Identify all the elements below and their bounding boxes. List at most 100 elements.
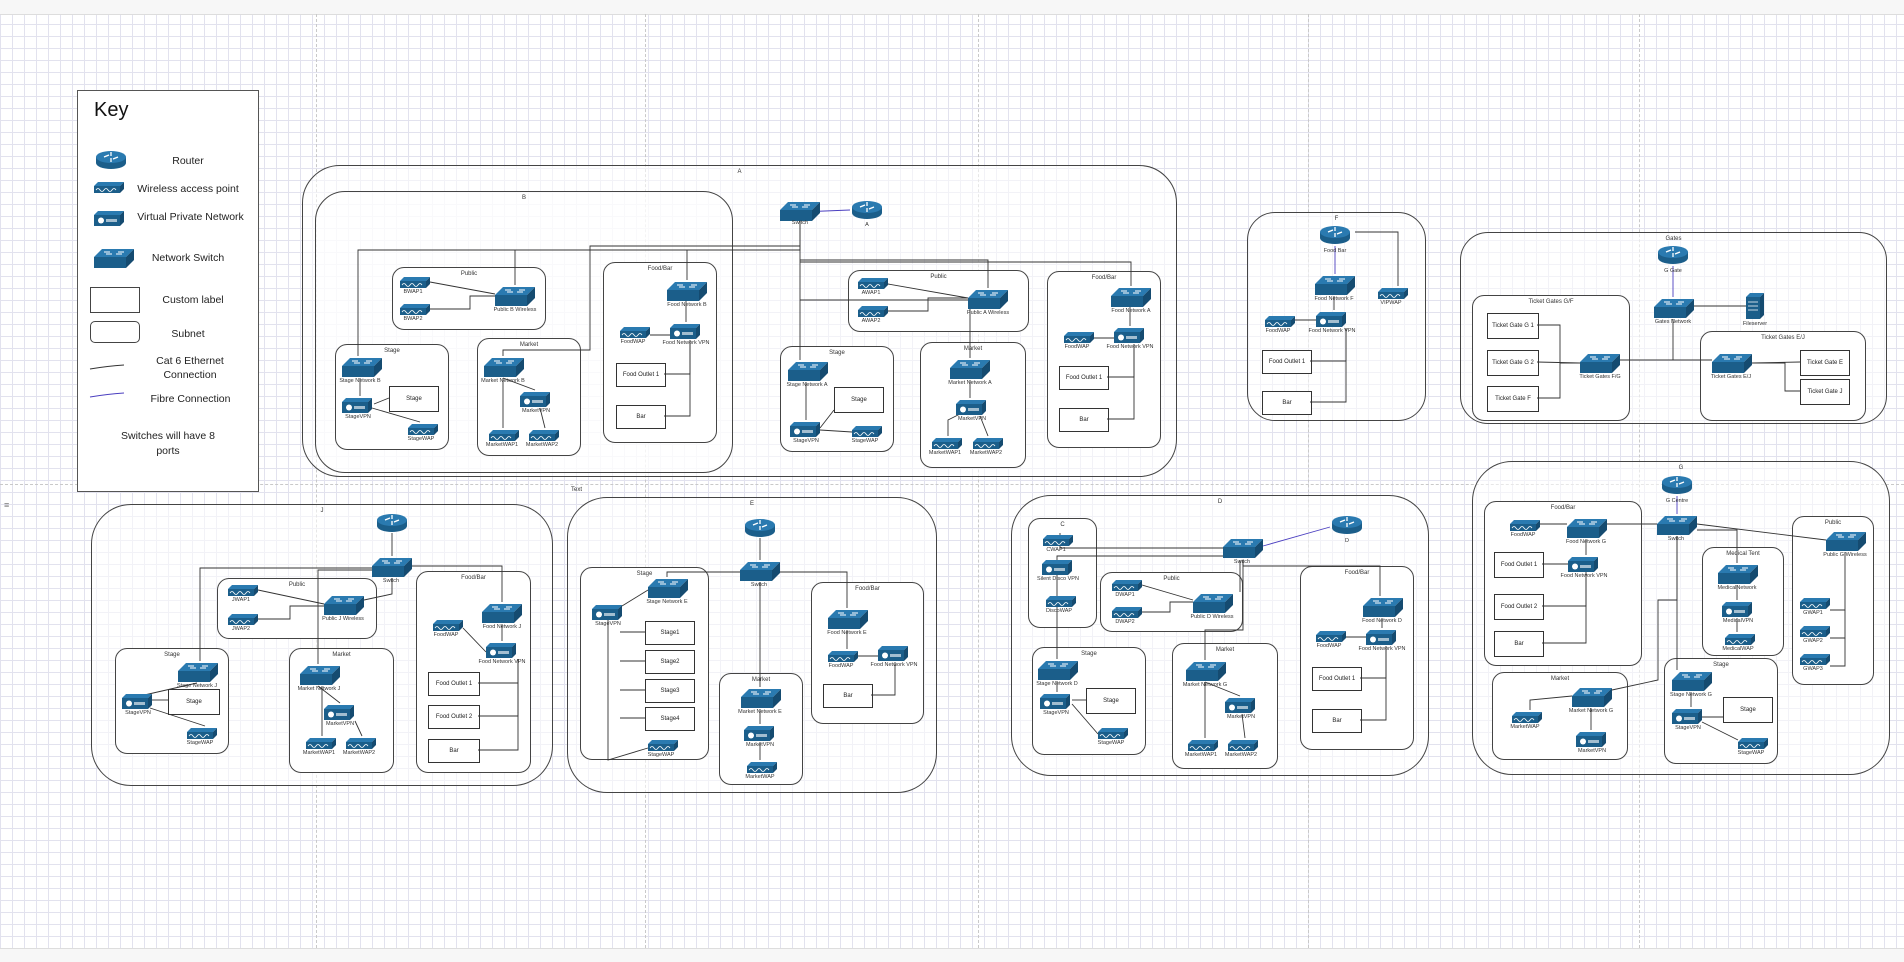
- wireless-access-point-icon[interactable]: [433, 618, 463, 637]
- vpn-icon[interactable]: [324, 703, 354, 726]
- wireless-access-point-icon[interactable]: [408, 422, 438, 441]
- vpn-icon[interactable]: [1672, 707, 1702, 730]
- vpn-icon[interactable]: [1576, 730, 1606, 753]
- vpn-icon[interactable]: [744, 724, 774, 747]
- network-switch-icon[interactable]: [1223, 537, 1263, 564]
- vpn-icon[interactable]: [342, 396, 372, 419]
- vpn-icon[interactable]: [1722, 600, 1752, 623]
- wireless-access-point-icon[interactable]: [1512, 710, 1542, 729]
- router-icon[interactable]: [850, 199, 884, 226]
- wireless-access-point-icon[interactable]: [400, 302, 430, 321]
- wireless-access-point-icon[interactable]: [620, 325, 650, 344]
- wireless-access-point-icon[interactable]: [828, 649, 858, 668]
- vpn-icon[interactable]: [592, 603, 622, 626]
- network-switch-icon[interactable]: [950, 358, 990, 385]
- wireless-access-point-icon[interactable]: [648, 738, 678, 757]
- router-icon[interactable]: [1318, 224, 1352, 251]
- network-switch-icon[interactable]: [300, 664, 340, 691]
- vpn-icon[interactable]: [1042, 558, 1072, 581]
- wireless-access-point-icon[interactable]: [228, 583, 258, 602]
- wireless-access-point-icon[interactable]: [306, 736, 336, 755]
- wireless-access-point-icon[interactable]: [1043, 533, 1073, 552]
- network-switch-icon[interactable]: [342, 356, 382, 383]
- text-box[interactable]: Text: [571, 487, 583, 493]
- router-icon[interactable]: [375, 512, 409, 539]
- wireless-access-point-icon[interactable]: [1510, 518, 1540, 537]
- vpn-icon[interactable]: [1568, 555, 1598, 578]
- wireless-access-point-icon[interactable]: [858, 304, 888, 323]
- wireless-access-point-icon[interactable]: [852, 424, 882, 443]
- network-switch-icon[interactable]: [667, 280, 707, 307]
- vpn-icon[interactable]: [1040, 692, 1070, 715]
- vpn-icon[interactable]: [1114, 326, 1144, 349]
- router-icon[interactable]: [1656, 244, 1690, 271]
- wireless-access-point-icon[interactable]: [1112, 605, 1142, 624]
- vpn-icon[interactable]: [878, 644, 908, 667]
- wireless-access-point-icon[interactable]: [228, 612, 258, 631]
- wireless-access-point-icon[interactable]: [1316, 629, 1346, 648]
- server-icon[interactable]: [1746, 293, 1764, 324]
- wireless-access-point-icon[interactable]: [1046, 594, 1076, 613]
- network-switch-icon[interactable]: [1718, 563, 1758, 590]
- network-switch-icon[interactable]: [1672, 670, 1712, 697]
- wireless-access-point-icon[interactable]: [932, 436, 962, 455]
- wireless-access-point-icon[interactable]: [1064, 330, 1094, 349]
- network-switch-icon[interactable]: [1038, 659, 1078, 686]
- wireless-access-point-icon[interactable]: [858, 276, 888, 295]
- network-switch-icon[interactable]: [484, 356, 524, 383]
- wireless-access-point-icon[interactable]: [1228, 738, 1258, 757]
- vpn-icon[interactable]: [1316, 310, 1346, 333]
- wireless-access-point-icon[interactable]: [973, 436, 1003, 455]
- bottom-scrollbar[interactable]: [0, 948, 1904, 962]
- network-switch-icon[interactable]: [1654, 297, 1694, 324]
- vpn-icon[interactable]: [1366, 628, 1396, 651]
- key-legend[interactable]: Key Router Wireless access point Virtual…: [77, 90, 259, 492]
- wireless-access-point-icon[interactable]: [1098, 726, 1128, 745]
- network-switch-icon[interactable]: [740, 560, 780, 587]
- wireless-access-point-icon[interactable]: [346, 736, 376, 755]
- wireless-access-point-icon[interactable]: [400, 275, 430, 294]
- network-switch-icon[interactable]: [1657, 514, 1697, 541]
- network-switch-icon[interactable]: [1193, 592, 1233, 619]
- wireless-access-point-icon[interactable]: [489, 428, 519, 447]
- wireless-access-point-icon[interactable]: [1378, 286, 1408, 305]
- network-switch-icon[interactable]: [1315, 274, 1355, 301]
- network-switch-icon[interactable]: [1363, 596, 1403, 623]
- vpn-icon[interactable]: [486, 641, 516, 664]
- wireless-access-point-icon[interactable]: [187, 726, 217, 745]
- network-switch-icon[interactable]: [1111, 286, 1151, 313]
- network-switch-icon[interactable]: [178, 661, 218, 688]
- network-switch-icon[interactable]: [1186, 660, 1226, 687]
- network-switch-icon[interactable]: [1572, 686, 1612, 713]
- vpn-icon[interactable]: [956, 398, 986, 421]
- wireless-access-point-icon[interactable]: [1800, 652, 1830, 671]
- wireless-access-point-icon[interactable]: [1112, 578, 1142, 597]
- network-switch-icon[interactable]: [648, 577, 688, 604]
- network-switch-icon[interactable]: [372, 556, 412, 583]
- router-icon[interactable]: [1330, 514, 1364, 541]
- vpn-icon[interactable]: [520, 390, 550, 413]
- wireless-access-point-icon[interactable]: [1800, 624, 1830, 643]
- wireless-access-point-icon[interactable]: [1265, 314, 1295, 333]
- wireless-access-point-icon[interactable]: [1800, 596, 1830, 615]
- vpn-icon[interactable]: [790, 420, 820, 443]
- vpn-icon[interactable]: [670, 322, 700, 345]
- wireless-access-point-icon[interactable]: [529, 428, 559, 447]
- network-switch-icon[interactable]: [1712, 352, 1752, 379]
- network-switch-icon[interactable]: [495, 285, 535, 312]
- network-switch-icon[interactable]: [1580, 352, 1620, 379]
- network-switch-icon[interactable]: [788, 360, 828, 387]
- wireless-access-point-icon[interactable]: [1188, 738, 1218, 757]
- network-switch-icon[interactable]: [741, 687, 781, 714]
- wireless-access-point-icon[interactable]: [1738, 736, 1768, 755]
- vpn-icon[interactable]: [1225, 696, 1255, 719]
- network-switch-icon[interactable]: [780, 200, 820, 227]
- wireless-access-point-icon[interactable]: [747, 760, 777, 779]
- network-switch-icon[interactable]: [1826, 530, 1866, 557]
- router-icon[interactable]: [1660, 474, 1694, 501]
- network-switch-icon[interactable]: [324, 594, 364, 621]
- network-switch-icon[interactable]: [968, 288, 1008, 315]
- network-switch-icon[interactable]: [828, 608, 868, 635]
- network-switch-icon[interactable]: [1567, 517, 1607, 544]
- network-switch-icon[interactable]: [482, 602, 522, 629]
